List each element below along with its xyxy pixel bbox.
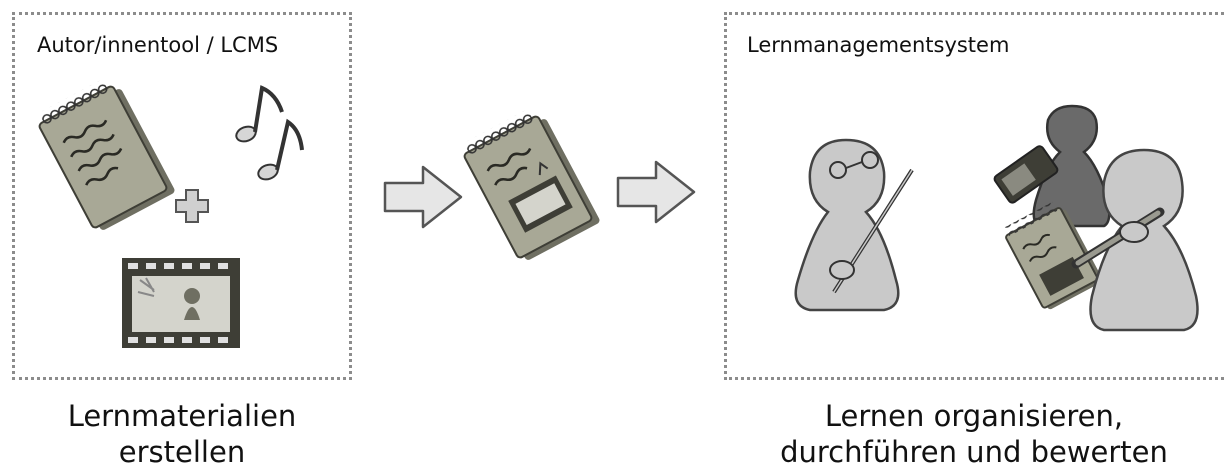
authoring-caption-line2: erstellen	[118, 435, 246, 469]
arrow-right-icon	[616, 160, 696, 224]
lms-caption-line1: Lernen organisieren,	[824, 399, 1124, 433]
teacher-figure-icon	[794, 138, 914, 312]
lms-title: Lernmanagementsystem	[747, 33, 1010, 57]
learner-figures-icon	[993, 104, 1199, 332]
authoring-caption-line1: Lernmaterialien	[67, 399, 297, 433]
lms-caption-line2: durchführen und bewerten	[780, 435, 1168, 469]
notepad-icon	[38, 79, 175, 230]
authoring-tool-panel: Autor/innentool / LCMS	[12, 12, 352, 380]
music-notes-icon	[235, 85, 304, 181]
lms-panel: Lernmanagementsystem	[724, 12, 1224, 380]
arrow-right-icon	[383, 165, 463, 229]
plus-icon	[175, 189, 209, 223]
notepad-with-media-icon	[463, 109, 600, 260]
authoring-tool-title: Autor/innentool / LCMS	[37, 33, 279, 57]
authoring-caption: Lernmaterialien erstellen	[12, 398, 352, 470]
lms-caption: Lernen organisieren, durchführen und bew…	[724, 398, 1224, 470]
film-strip-icon	[122, 258, 240, 348]
